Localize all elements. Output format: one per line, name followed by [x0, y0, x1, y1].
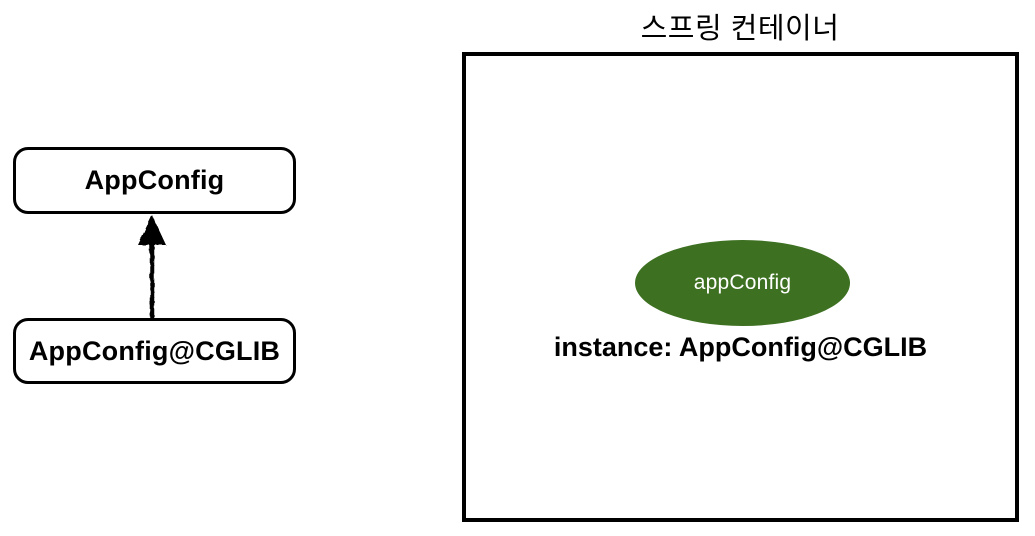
child-class-box: AppConfig@CGLIB	[13, 318, 296, 384]
extends-arrow-icon	[138, 215, 166, 318]
spring-container-title: 스프링 컨테이너	[640, 13, 840, 45]
parent-class-label: AppConfig	[84, 165, 225, 195]
bean-ellipse: appConfig	[635, 240, 850, 326]
instance-label: instance: AppConfig@CGLIB	[553, 332, 928, 362]
bean-name-label: appConfig	[693, 271, 792, 294]
child-class-label: AppConfig@CGLIB	[28, 335, 281, 366]
parent-class-box: AppConfig	[13, 147, 296, 214]
